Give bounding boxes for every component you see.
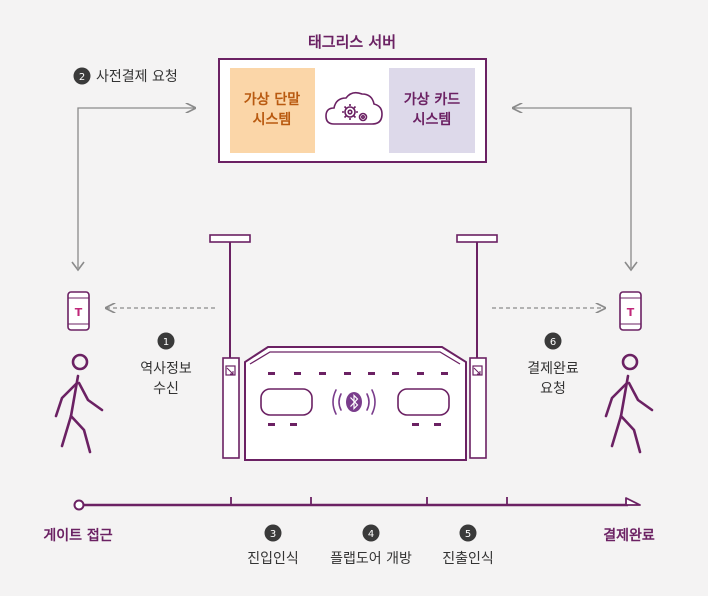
step-4-number: 4	[368, 529, 374, 540]
step-3-label: 진입인식	[247, 551, 299, 567]
right-flap-door	[397, 388, 450, 416]
step-6-label-2: 요청	[540, 381, 566, 397]
right-walking-person-icon	[604, 353, 654, 454]
right-server-arrow-line	[513, 108, 632, 268]
virtual-card-label-2: 시스템	[413, 111, 452, 128]
step-3-number: 3	[270, 529, 276, 540]
right-phone-glyph: T	[627, 306, 635, 319]
step-5-number: 5	[465, 529, 471, 540]
left-flap-door	[260, 388, 313, 416]
virtual-terminal-label-2: 시스템	[253, 111, 292, 128]
step-1-number: 1	[163, 337, 169, 348]
timeline-end-label: 결제완료	[603, 527, 655, 544]
left-down-arrow-head	[71, 261, 85, 272]
step-5-label: 진출인식	[442, 551, 494, 567]
timeline-start-dot	[73, 499, 85, 511]
step-2-label: 사전결제 요청	[96, 69, 178, 85]
right-down-arrow-head	[624, 261, 638, 272]
left-walking-person-icon	[54, 353, 104, 454]
step-2-badge	[73, 67, 91, 85]
step-1-badge	[157, 332, 175, 350]
timeline-start-label: 게이트 접근	[43, 527, 112, 544]
timeline	[73, 497, 641, 511]
step-4-label: 플랩도어 개방	[330, 551, 412, 567]
cloud-gear-icon	[325, 91, 383, 125]
timeline-end-arrow	[625, 497, 641, 506]
virtual-terminal-box	[230, 68, 315, 153]
step-2-number: 2	[79, 72, 85, 83]
virtual-card-label-1: 가상 카드	[404, 92, 461, 108]
right-phone-icon: T	[619, 291, 642, 331]
bluetooth-icon	[332, 389, 376, 415]
left-phone-icon: T	[67, 291, 90, 331]
step-4-badge	[362, 524, 380, 542]
step-6-label-1: 결제완료	[527, 361, 579, 377]
left-phone-glyph: T	[75, 306, 83, 319]
step-1-label-2: 수신	[153, 381, 179, 397]
left-gate-pole	[209, 234, 251, 459]
virtual-terminal-label-1: 가상 단말	[244, 91, 301, 108]
server-title: 태그리스 서버	[308, 33, 396, 51]
step-6-badge	[544, 332, 562, 350]
step-5-badge	[459, 524, 477, 542]
left-server-arrow-line	[77, 108, 195, 268]
step-6-number: 6	[550, 337, 556, 348]
right-gate-pole	[456, 234, 498, 459]
virtual-card-box	[389, 68, 475, 153]
step-3-badge	[264, 524, 282, 542]
step-1-label-1: 역사정보	[140, 361, 192, 377]
